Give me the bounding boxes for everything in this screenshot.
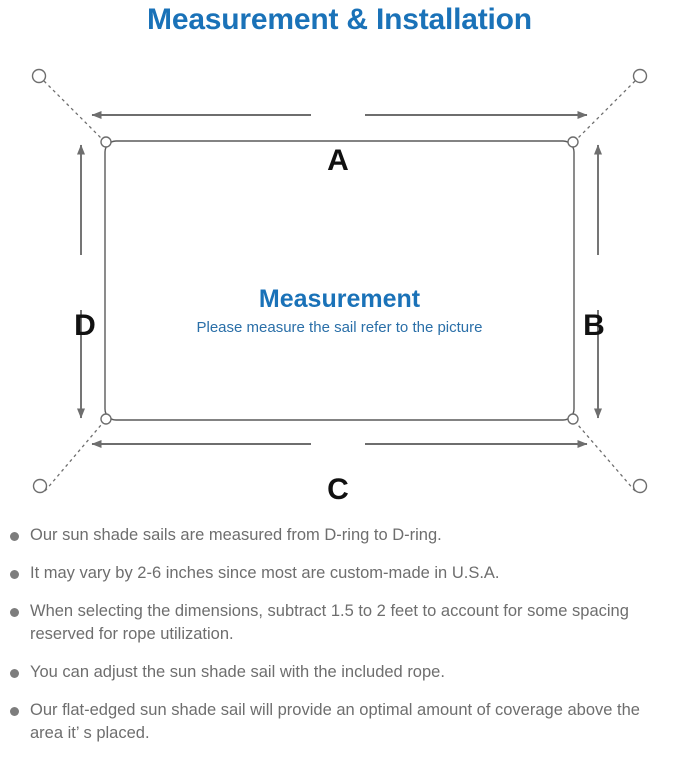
d-ring-bottom-right-icon bbox=[567, 413, 579, 425]
note-text: When selecting the dimensions, subtract … bbox=[30, 602, 629, 643]
bullet-icon bbox=[10, 532, 19, 541]
measurement-heading: Measurement bbox=[258, 285, 421, 313]
anchor-bottom-right-icon bbox=[632, 478, 648, 494]
d-ring-top-right-icon bbox=[567, 136, 579, 148]
dimension-label-b: B bbox=[583, 309, 605, 342]
notes-list: Our sun shade sails are measured from D-… bbox=[0, 524, 679, 760]
note-text: It may vary by 2-6 inches since most are… bbox=[30, 564, 500, 582]
measurement-subheading: Please measure the sail refer to the pic… bbox=[196, 319, 483, 336]
bullet-icon bbox=[10, 608, 19, 617]
d-ring-top-left-icon bbox=[100, 136, 112, 148]
sail-outline bbox=[104, 140, 575, 421]
measurement-diagram: A B C D Measurement Please measure the s… bbox=[0, 48, 679, 518]
anchor-bottom-left-icon bbox=[32, 478, 48, 494]
rope-top-right bbox=[577, 80, 636, 139]
list-item: It may vary by 2-6 inches since most are… bbox=[0, 562, 679, 585]
rope-bottom-right bbox=[577, 424, 636, 492]
d-rings bbox=[100, 136, 579, 425]
anchor-circles bbox=[31, 68, 648, 494]
rope-top-left bbox=[43, 80, 102, 139]
list-item: When selecting the dimensions, subtract … bbox=[0, 600, 679, 646]
rope-lines bbox=[43, 80, 636, 492]
bullet-icon bbox=[10, 570, 19, 579]
dimension-label-a: A bbox=[327, 144, 349, 177]
list-item: Our flat-edged sun shade sail will provi… bbox=[0, 699, 679, 745]
bullet-icon bbox=[10, 669, 19, 678]
note-text: Our flat-edged sun shade sail will provi… bbox=[30, 701, 640, 742]
dimension-label-d: D bbox=[74, 309, 96, 342]
rope-bottom-left bbox=[44, 424, 102, 492]
note-text: You can adjust the sun shade sail with t… bbox=[30, 663, 445, 681]
list-item: Our sun shade sails are measured from D-… bbox=[0, 524, 679, 547]
d-ring-bottom-left-icon bbox=[100, 413, 112, 425]
bullet-icon bbox=[10, 707, 19, 716]
list-item: You can adjust the sun shade sail with t… bbox=[0, 661, 679, 684]
anchor-top-right-icon bbox=[632, 68, 648, 84]
page-title: Measurement & Installation bbox=[147, 3, 532, 36]
sail-center-text: Measurement Please measure the sail refe… bbox=[105, 284, 574, 339]
dimension-label-c: C bbox=[327, 473, 349, 506]
anchor-top-left-icon bbox=[31, 68, 47, 84]
diagram-svg bbox=[31, 68, 648, 494]
note-text: Our sun shade sails are measured from D-… bbox=[30, 526, 442, 544]
